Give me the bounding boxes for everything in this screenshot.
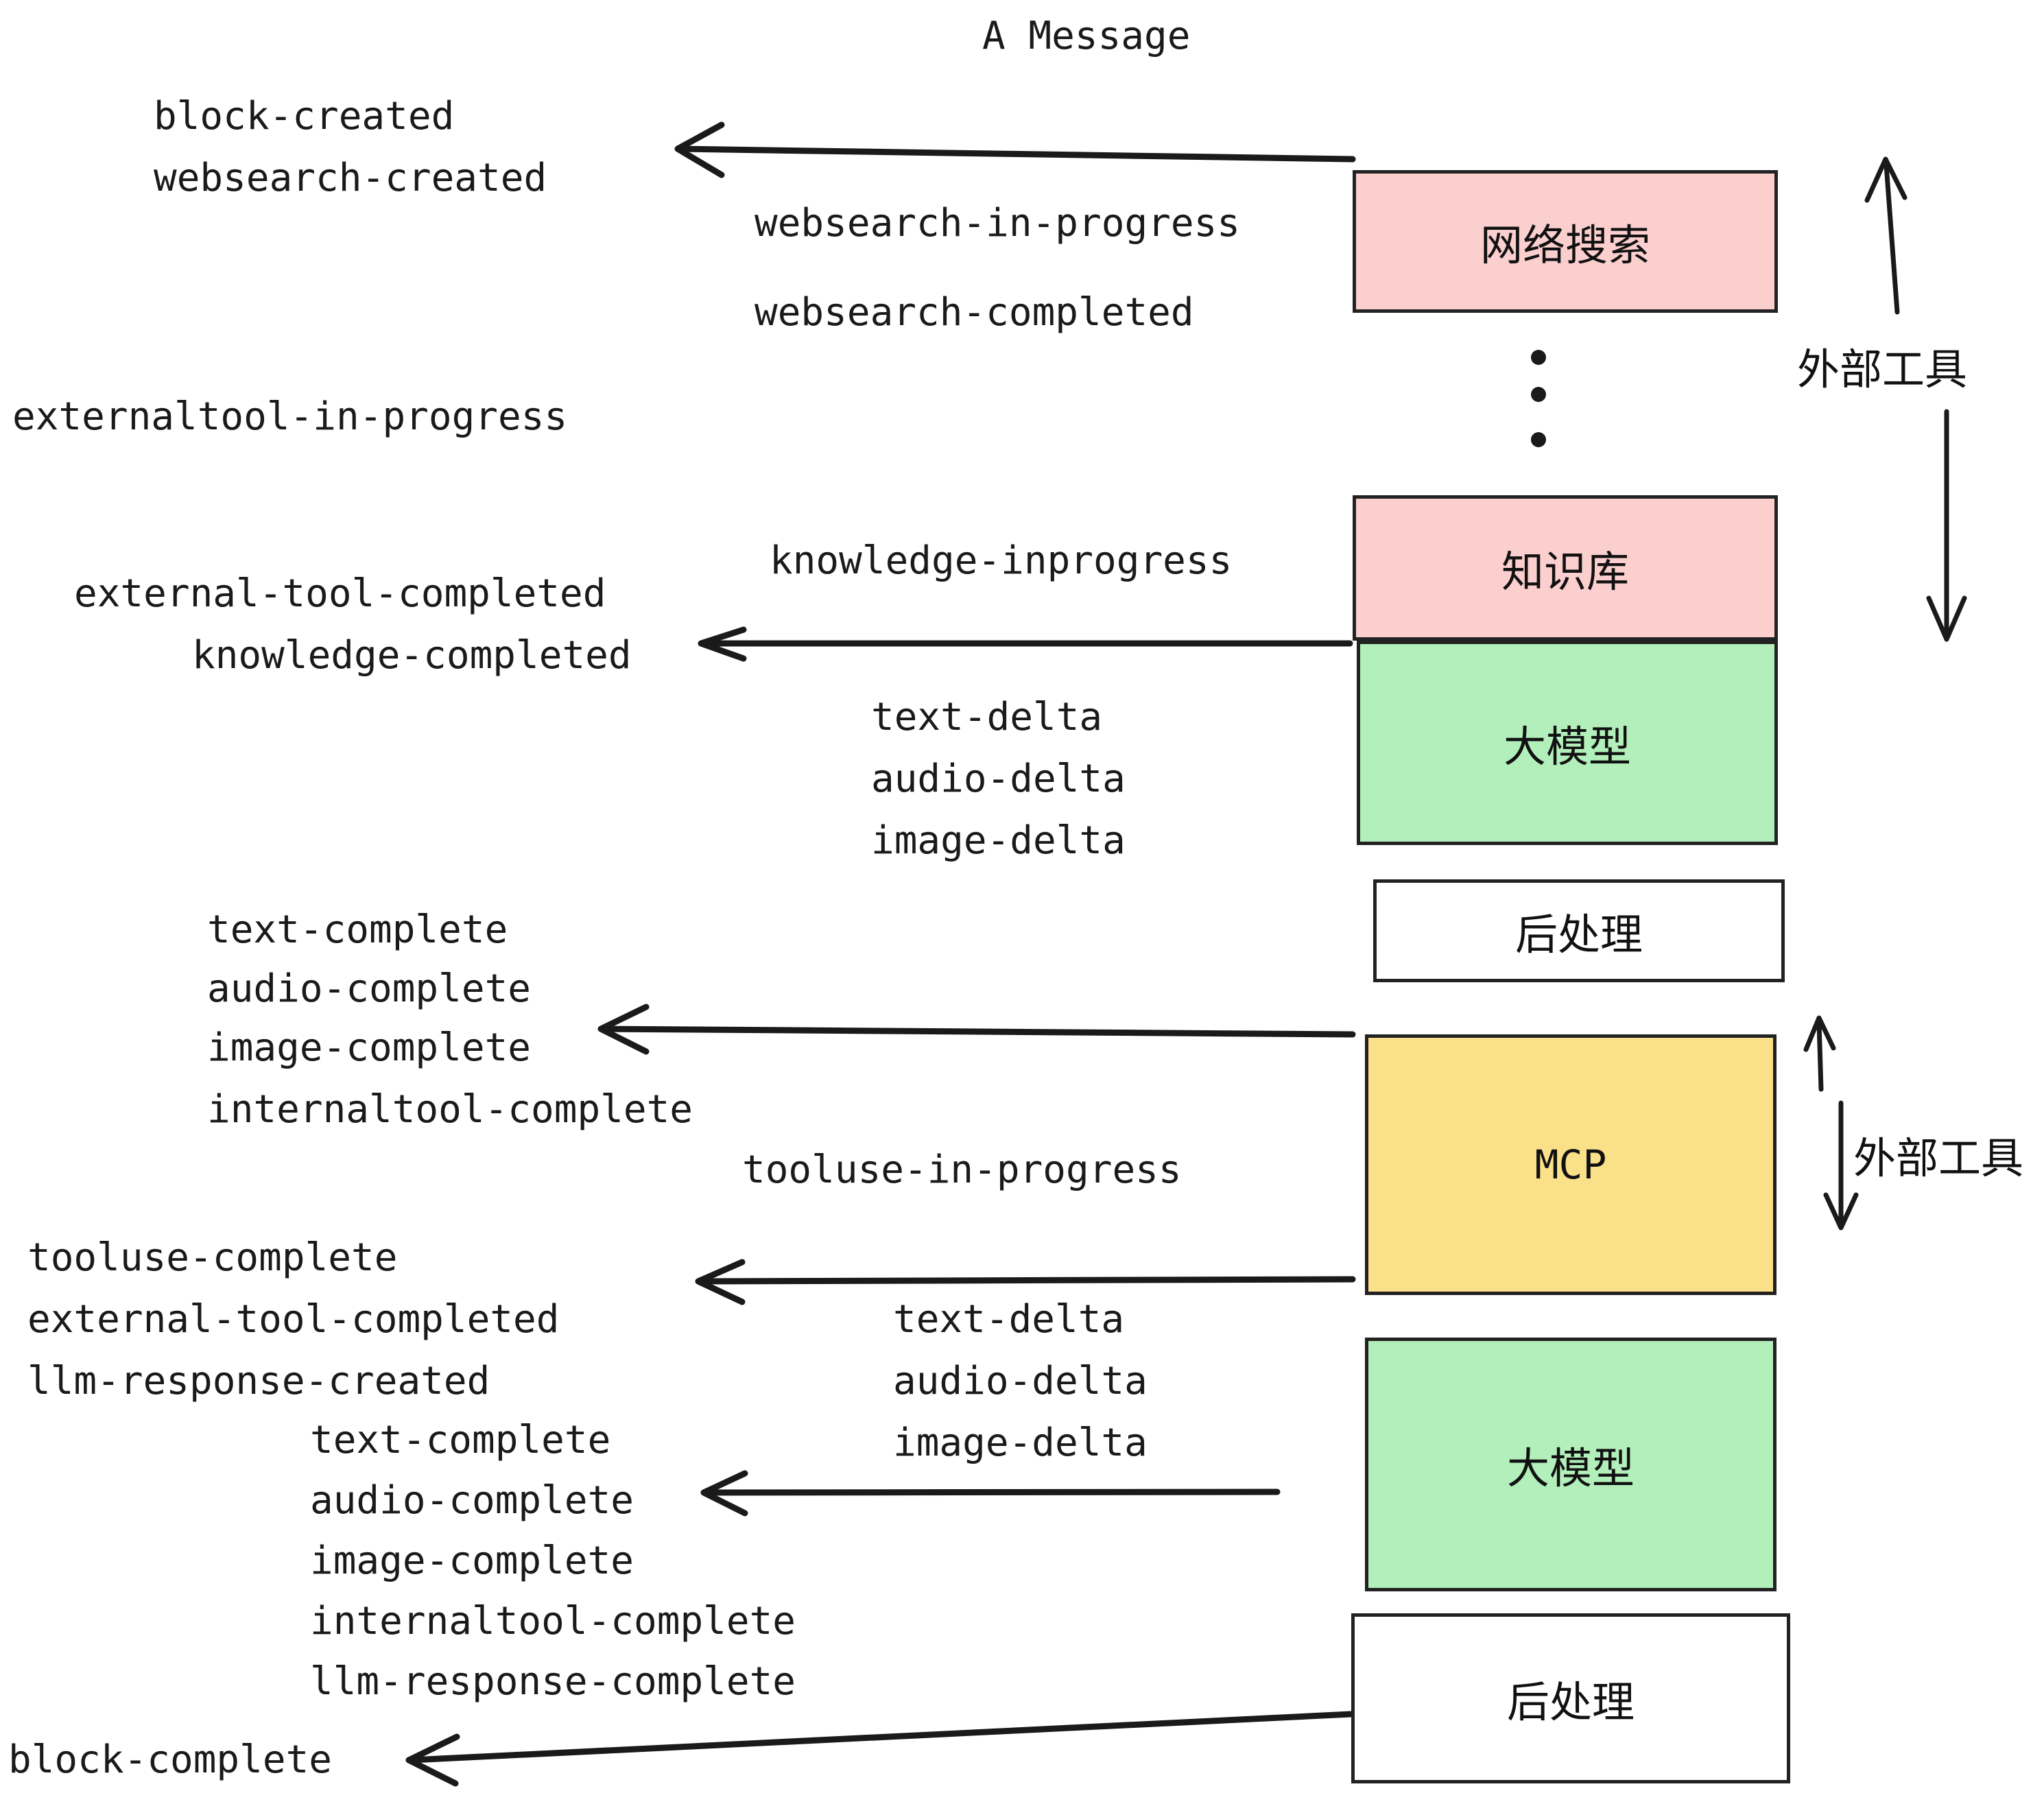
event-block-created: block-created [154,94,455,139]
node-postprocess-2[interactable]: 后处理 [1351,1613,1790,1783]
event-external-tool-completed-1: external-tool-completed [74,571,606,616]
ellipsis-dot-1 [1531,350,1546,365]
node-mcp[interactable]: MCP [1365,1034,1776,1295]
node-postprocess-2-label: 后处理 [1506,1677,1635,1727]
arrow-postprocess2-to-block-complete [405,1710,1368,1787]
event-externaltool-in-progress: externaltool-in-progress [12,394,568,439]
event-text-complete-2: text-complete [310,1418,611,1462]
event-audio-delta-1: audio-delta [871,757,1126,801]
arrow-websearch-to-block-created [674,121,1356,178]
event-external-tool-completed-2: external-tool-completed [27,1297,560,1342]
event-websearch-completed: websearch-completed [754,290,1194,335]
arrow-mcp-to-tooluse-complete [695,1259,1356,1305]
event-llm-response-created: llm-response-created [27,1359,490,1403]
event-tooluse-complete: tooluse-complete [27,1235,398,1280]
event-text-delta-1: text-delta [871,695,1103,739]
node-llm-2[interactable]: 大模型 [1365,1338,1776,1591]
event-block-complete: block-complete [8,1737,333,1782]
event-audio-complete-2: audio-complete [310,1478,634,1523]
event-internaltool-complete-1: internaltool-complete [207,1087,693,1132]
event-llm-response-complete: llm-response-complete [310,1659,796,1704]
event-image-complete-1: image-complete [207,1025,532,1070]
side-label-external-tool-top: 外部工具 [1797,344,1968,394]
node-postprocess-1-label: 后处理 [1514,910,1643,960]
node-llm-1[interactable]: 大模型 [1357,641,1778,845]
node-llm-1-label: 大模型 [1503,722,1631,772]
node-knowledge[interactable]: 知识库 [1353,495,1778,641]
event-image-delta-1: image-delta [871,818,1126,863]
side-label-external-tool-bottom: 外部工具 [1853,1133,2024,1183]
ellipsis-dot-3 [1531,432,1546,447]
diagram-title: A Message [982,14,1191,58]
arrow-llm2-to-audio-complete [700,1470,1281,1517]
event-audio-delta-2: audio-delta [893,1359,1148,1403]
event-image-delta-2: image-delta [893,1421,1148,1465]
node-websearch[interactable]: 网络搜索 [1353,170,1778,313]
arrow-external-tool-top-up [1864,156,1908,315]
node-llm-2-label: 大模型 [1506,1443,1635,1493]
event-image-complete-2: image-complete [310,1539,634,1583]
node-mcp-label: MCP [1534,1141,1607,1188]
event-knowledge-inprogress: knowledge-inprogress [770,538,1233,583]
event-text-complete-1: text-complete [207,907,508,952]
event-websearch-created: websearch-created [154,156,547,200]
event-text-delta-2: text-delta [893,1297,1125,1342]
event-tooluse-in-progress: tooluse-in-progress [742,1148,1182,1192]
arrow-external-tool-bottom-down [1823,1100,1859,1231]
arrow-knowledge-to-knowledge-completed [698,626,1353,662]
arrow-external-tool-top-down [1926,409,1967,642]
arrow-postprocess1-to-image-complete [597,1004,1356,1055]
ellipsis-dot-2 [1531,387,1546,402]
arrow-external-tool-bottom-up [1803,1015,1836,1092]
node-websearch-label: 网络搜索 [1479,220,1650,270]
node-postprocess-1[interactable]: 后处理 [1373,879,1785,982]
node-knowledge-label: 知识库 [1501,547,1629,597]
event-websearch-in-progress: websearch-in-progress [754,201,1241,246]
event-audio-complete-1: audio-complete [207,966,532,1011]
event-internaltool-complete-2: internaltool-complete [310,1599,796,1643]
event-knowledge-completed: knowledge-completed [192,633,632,678]
